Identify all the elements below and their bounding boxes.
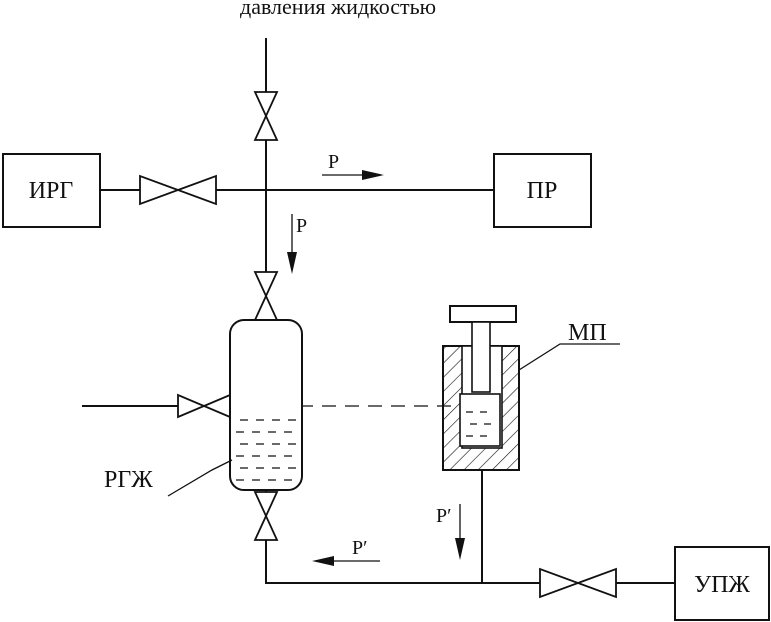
flow-label-p-right: P [328, 151, 339, 173]
upzh-label: УПЖ [694, 572, 750, 598]
header-caption: давления жидкостью [240, 0, 436, 19]
upzh-block[interactable]: УПЖ [674, 546, 770, 621]
mp-label: МП [568, 320, 607, 346]
arrow-p-prime-down [455, 504, 465, 560]
pr-block[interactable]: ПР [493, 153, 592, 228]
mp-press [442, 305, 620, 471]
arrow-p-down [287, 214, 297, 274]
valve-receiver-top[interactable] [253, 271, 279, 321]
receiver-vessel [229, 319, 303, 491]
irg-label: ИРГ [29, 178, 74, 204]
flow-label-p-prime-left: P′ [352, 537, 368, 559]
flow-label-p-prime-down: P′ [436, 505, 452, 527]
irg-block[interactable]: ИРГ [2, 153, 101, 228]
return-pipe [265, 538, 540, 584]
valve-top[interactable] [253, 91, 279, 141]
rgzh-leader [167, 459, 233, 497]
rgzh-label: РГЖ [104, 467, 153, 493]
arrow-p-prime-left [312, 556, 380, 566]
pr-label: ПР [527, 178, 558, 204]
flow-label-p-down: P [296, 215, 307, 237]
arrow-p-right [322, 170, 384, 180]
valve-side-inlet[interactable] [177, 393, 231, 419]
valve-upzh[interactable] [539, 567, 617, 599]
valve-irg[interactable] [139, 174, 217, 206]
valve-receiver-bottom[interactable] [253, 491, 279, 541]
